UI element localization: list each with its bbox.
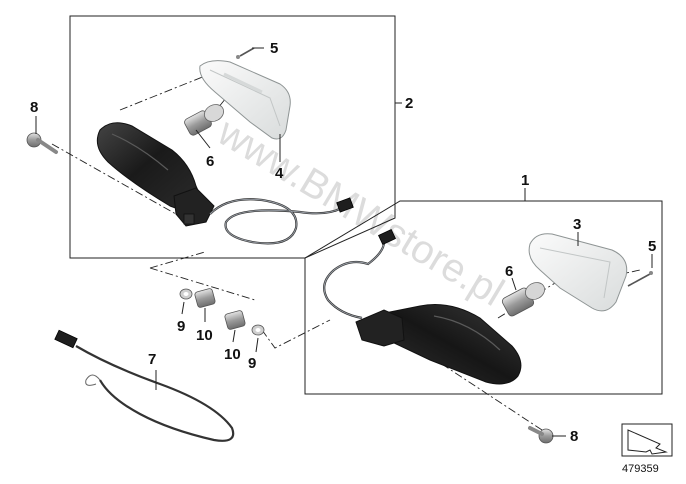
callout-6-upper: 6	[206, 153, 214, 170]
callout-6-lower: 6	[505, 263, 513, 280]
callout-5-upper: 5	[270, 40, 278, 57]
washer-right	[251, 324, 265, 336]
callout-10-left: 10	[196, 327, 213, 344]
wiring-harness	[54, 329, 235, 442]
cable-upper	[209, 197, 354, 245]
callout-2: 2	[405, 95, 413, 112]
assembly-1-frame	[304, 200, 663, 395]
callout-7: 7	[148, 351, 156, 368]
callout-8-left: 8	[30, 99, 38, 116]
watermark-text: www.BMWstore.pl	[210, 109, 512, 314]
callout-9-left: 9	[177, 318, 185, 335]
washer-left	[179, 288, 193, 300]
reference-number: 479359	[622, 463, 659, 475]
callouts: 5 2 8 6 4 1 3 5 6 9 10 10 9 7 8	[30, 40, 656, 445]
housing-lower	[355, 304, 522, 385]
spacer-left	[194, 288, 216, 308]
callout-3: 3	[573, 216, 581, 233]
lens-upper	[199, 60, 291, 140]
spacer-right	[224, 310, 246, 330]
leader-lines	[35, 47, 653, 437]
arrow-icon	[627, 429, 668, 455]
cable-lower	[323, 228, 396, 320]
callout-10-right: 10	[224, 346, 241, 363]
bolt-left	[26, 132, 58, 154]
screw-upper	[236, 47, 255, 59]
assembly-2-frame	[69, 15, 396, 259]
bolt-right	[528, 426, 554, 444]
callout-5-lower: 5	[648, 238, 656, 255]
watermark: www.BMWstore.pl	[210, 109, 512, 314]
callout-1: 1	[521, 172, 529, 189]
callout-8-right: 8	[570, 428, 578, 445]
callout-4: 4	[275, 165, 284, 182]
bulb-upper	[184, 104, 224, 136]
reference-box: 479359	[621, 423, 673, 475]
bulb-lower	[501, 282, 545, 317]
callout-9-right: 9	[248, 355, 256, 372]
screw-lower	[627, 271, 653, 287]
housing-upper	[96, 122, 215, 227]
lens-lower	[528, 233, 628, 312]
